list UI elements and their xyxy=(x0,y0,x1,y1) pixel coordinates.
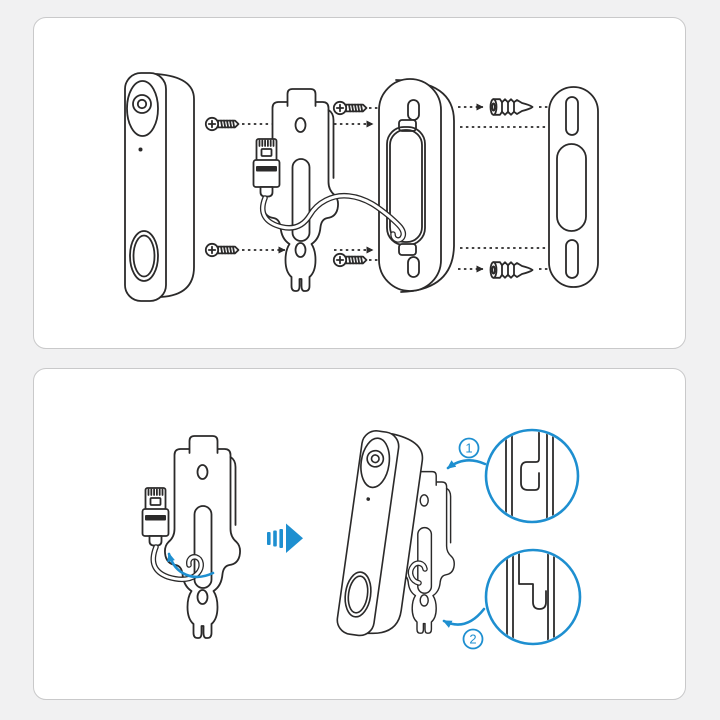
wall-anchor-bottom xyxy=(489,261,534,279)
step-2-callout: 2 xyxy=(442,548,582,650)
hook-bottom-arrow xyxy=(442,607,486,628)
mounting-screw-2 xyxy=(204,242,240,258)
hook-installation-panel: 1 2 xyxy=(33,368,686,700)
proceed-arrow xyxy=(267,523,303,553)
doorbell-cable xyxy=(259,192,407,243)
exploded-assembly-panel xyxy=(33,17,686,349)
wall-anchor-top xyxy=(489,98,534,116)
mounting-screw-3 xyxy=(332,100,368,116)
pull-cable-arrow xyxy=(167,552,215,579)
mounting-bracket xyxy=(164,435,241,639)
mounting-screw-4 xyxy=(332,252,368,268)
rj45-connector xyxy=(141,487,170,547)
hook-detail-magnifier-top xyxy=(484,428,580,524)
step-1-callout: 1 xyxy=(446,428,580,524)
hook-detail-magnifier-bottom xyxy=(484,548,582,646)
exploded-assembly-illustration xyxy=(124,72,599,302)
step-1-number: 1 xyxy=(465,441,472,456)
step-2-number: 2 xyxy=(469,632,476,647)
doorbell-camera xyxy=(124,72,195,302)
mounting-bracket xyxy=(262,88,339,292)
doorbell-cable xyxy=(150,544,204,583)
hook-installation-illustration: 1 2 xyxy=(141,428,582,650)
rj45-connector xyxy=(252,138,281,198)
hook-top-arrow xyxy=(446,459,487,470)
step-1-badge xyxy=(458,437,480,459)
mounting-screw-1 xyxy=(204,116,240,132)
wall-plate xyxy=(548,86,599,288)
backplate xyxy=(378,78,455,293)
step-2-badge xyxy=(462,628,484,650)
cable-loop xyxy=(407,560,428,586)
